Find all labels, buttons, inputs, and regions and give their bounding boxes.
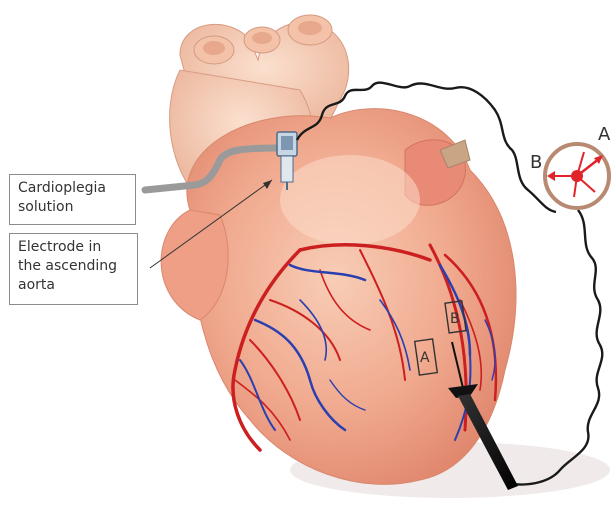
probe-wire bbox=[512, 210, 602, 484]
gauge-label-b: B bbox=[530, 152, 542, 173]
electrode-callout: Electrode in the ascending aorta bbox=[9, 233, 138, 305]
meter-dial-icon bbox=[545, 144, 609, 208]
marker-b-label: B bbox=[450, 311, 460, 327]
cardioplegia-callout: Cardioplegia solution bbox=[9, 174, 136, 225]
electrode-callout-line3: aorta bbox=[18, 276, 129, 295]
gauge-label-a: A bbox=[598, 124, 611, 145]
cardioplegia-callout-line1: Cardioplegia bbox=[18, 179, 127, 198]
marker-a-label: A bbox=[420, 350, 430, 366]
cardioplegia-callout-line2: solution bbox=[18, 198, 127, 217]
electrode-callout-line1: Electrode in bbox=[18, 238, 129, 257]
electrode-callout-line2: the ascending bbox=[18, 257, 129, 276]
